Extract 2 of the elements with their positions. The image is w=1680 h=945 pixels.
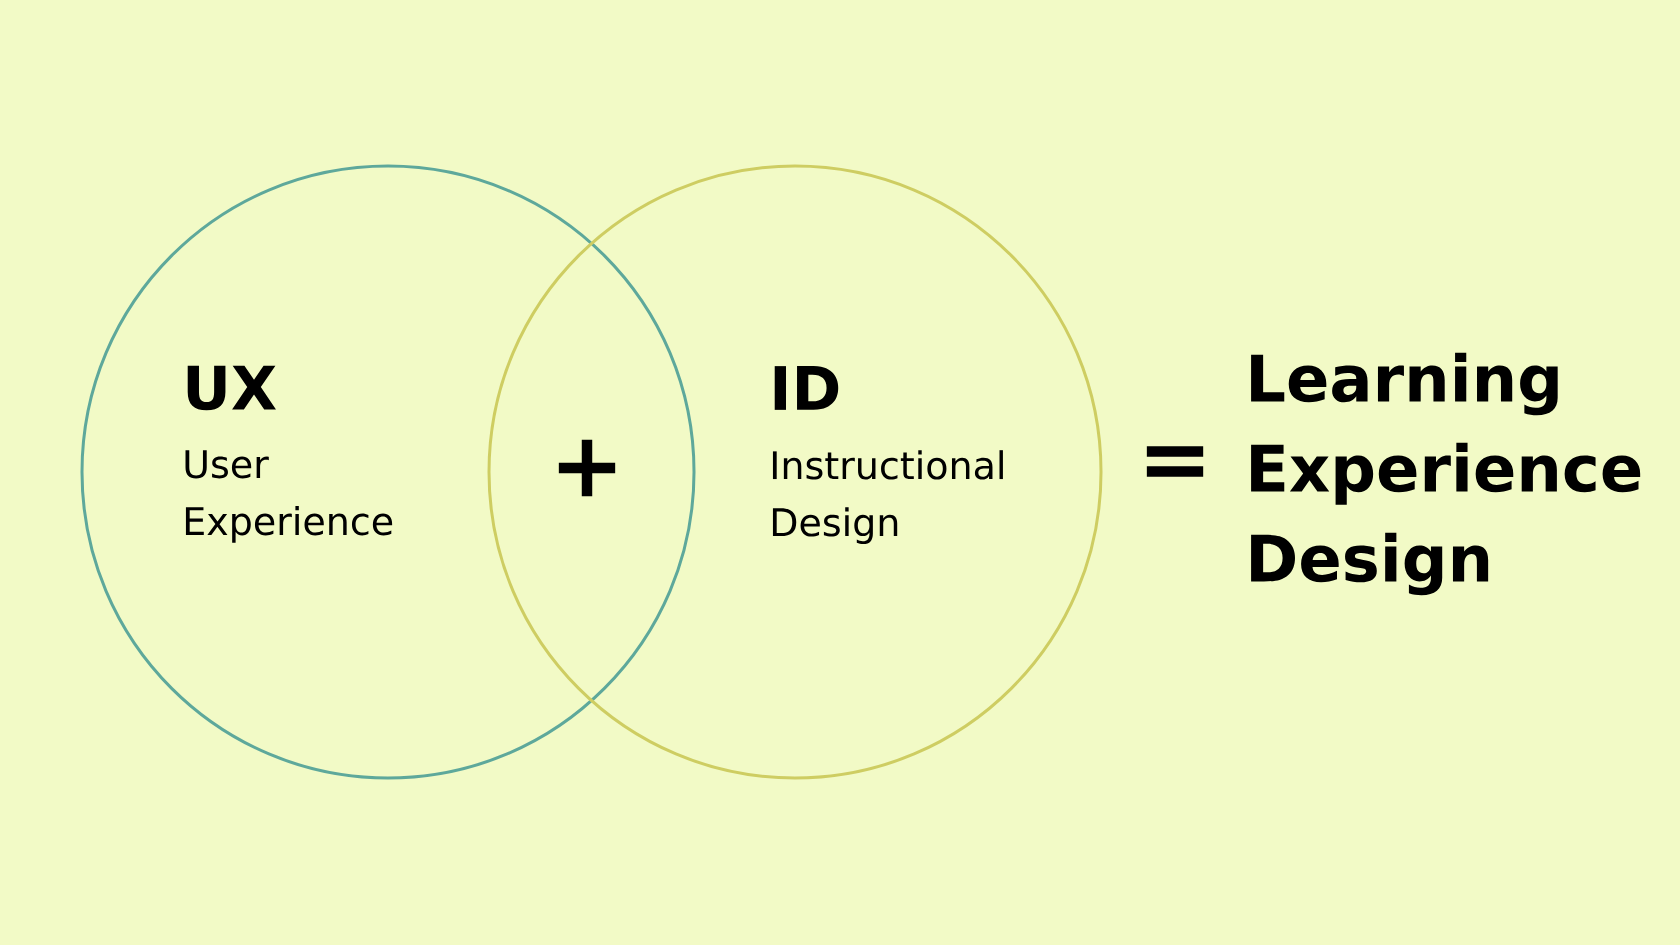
plus-sign: +	[558, 439, 616, 497]
result-text: Learning Experience Design	[1251, 352, 1641, 596]
